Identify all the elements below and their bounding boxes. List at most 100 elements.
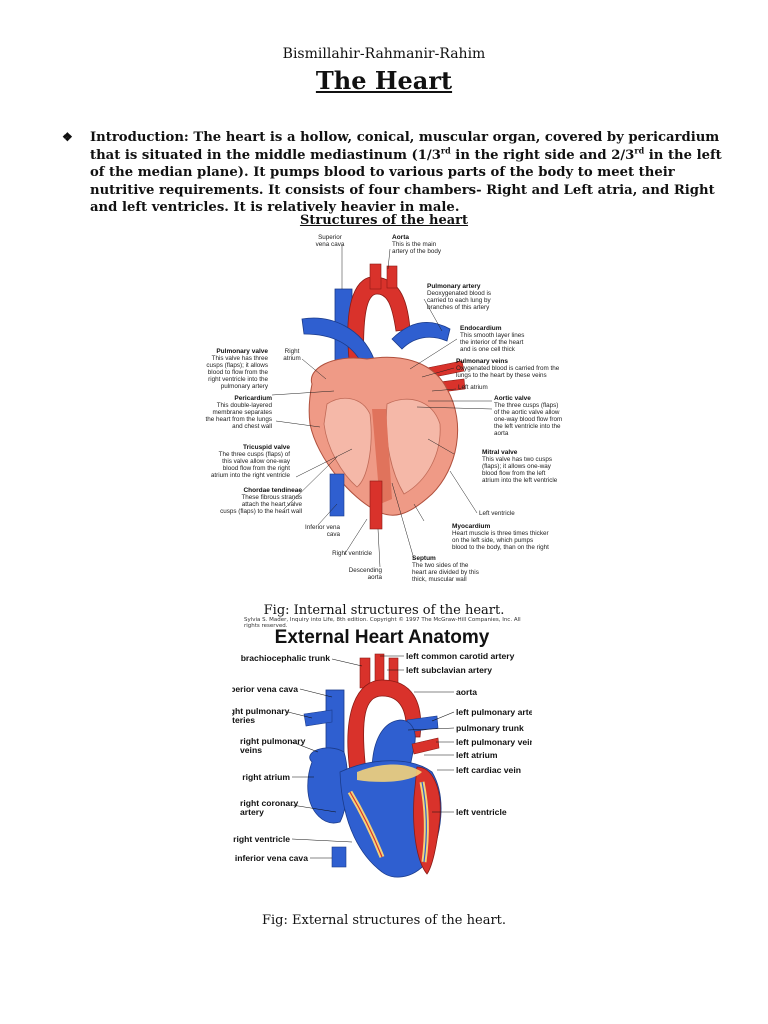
int-label-mv-desc-3: blood flow from the left [482, 470, 546, 477]
ext-label-right-pulm-veins-2: veins [240, 745, 262, 755]
intro-sup-2: rd [634, 145, 645, 156]
int-label-svc-2: vena cava [316, 241, 345, 248]
diamond-bullet-icon: ❖ [62, 130, 73, 144]
page-title-text: The Heart [315, 66, 453, 95]
ext-label-left-pulm-veins: left pulmonary veins [456, 737, 532, 747]
ext-label-aorta: aorta [456, 687, 477, 697]
int-label-chordae-desc-1: These fibrous strands [241, 494, 302, 501]
int-label-mv-desc-4: atrium into the left ventricle [482, 477, 558, 484]
ext-label-right-pulm-veins-1: right pulmonary [240, 736, 306, 746]
int-label-pulm-valve-title: Pulmonary valve [216, 348, 268, 355]
int-label-aorta-desc-1: This is the main [392, 241, 437, 248]
intro-text-b: in the right side and 2/3 [450, 147, 635, 163]
int-label-pa-desc-3: branches of this artery [427, 304, 490, 311]
int-label-myo-desc-1: Heart muscle is three times thicker [452, 530, 549, 537]
int-label-av-desc-3: one-way blood flow from [494, 416, 562, 423]
external-heart-title: External Heart Anatomy [275, 627, 490, 648]
int-label-pv-desc-1: Oxygenated blood is carried from the [456, 365, 560, 372]
int-label-desc-aorta-1: Descending [349, 567, 383, 574]
int-label-mv-title: Mitral valve [482, 449, 518, 456]
leader-lines [271, 245, 493, 568]
ext-label-left-pulm-arteries: left pulmonary arteries [456, 707, 532, 717]
int-label-left-atrium: Left atrium [458, 384, 488, 391]
int-label-pv-desc-2: lungs to the heart by these veins [456, 372, 547, 379]
int-label-mv-desc-2: (flaps); it allows one-way [482, 463, 552, 470]
int-label-av-title: Aortic valve [494, 395, 531, 402]
int-label-myo-title: Myocardium [452, 523, 491, 530]
int-label-endo-desc-1: This smooth layer lines [460, 332, 524, 339]
int-label-right-atrium-2: atrium [283, 355, 301, 362]
int-label-tricuspid-desc-4: atrium into the right ventricle [211, 472, 291, 479]
int-label-desc-aorta-2: aorta [368, 574, 383, 581]
int-label-chordae-title: Chordae tendineae [243, 487, 302, 494]
ext-label-pulmonary-trunk: pulmonary trunk [456, 723, 524, 733]
int-label-pericardium-desc-4: and chest wall [232, 423, 272, 430]
int-label-pulm-valve-desc-3: blood to flow from the [208, 369, 269, 376]
intro-sup-1: rd [440, 145, 451, 156]
int-label-ivc-2: cava [327, 531, 341, 538]
int-label-pulm-valve-desc-4: right ventricle into the [208, 376, 268, 383]
int-label-right-ventricle: Right ventricle [332, 550, 372, 557]
intro-text-a: The heart is a hollow, conical, muscular… [90, 130, 720, 163]
int-label-pericardium-desc-1: This double-layered [217, 402, 273, 409]
ext-label-right-pulm-arteries-1: right pulmonary [232, 706, 290, 716]
ext-label-right-coronary-2: artery [240, 807, 264, 817]
ext-label-right-pulm-arteries-2: arteries [232, 715, 255, 725]
int-label-septum-title: Septum [412, 555, 436, 562]
ext-label-right-ventricle: right ventricle [233, 834, 290, 844]
int-label-left-ventricle: Left ventricle [479, 510, 515, 517]
ext-label-left-cardiac-vein: left cardiac vein [456, 765, 521, 775]
intro-text-c: in the left of the median plane). It pum… [90, 147, 722, 216]
ext-label-right-coronary-1: right coronary [240, 798, 298, 808]
external-heart-diagram: External Heart Anatomy [232, 627, 532, 878]
ext-label-right-atrium: right atrium [242, 772, 290, 782]
int-label-septum-desc-1: The two sides of the [412, 562, 469, 569]
int-label-pulm-valve-desc-2: cusps (flaps); it allows [206, 362, 268, 369]
int-label-chordae-desc-3: cusps (flaps) to the heart wall [220, 508, 302, 515]
internal-heart-illustration [301, 263, 466, 530]
intro-lead: Introduction: [90, 130, 189, 145]
int-label-septum-desc-2: heart are divided by this [412, 569, 479, 576]
int-label-av-desc-1: The three cusps (flaps) [494, 402, 558, 409]
int-label-pulm-valve-desc-5: pulmonary artery [221, 383, 269, 390]
ext-label-left-atrium: left atrium [456, 750, 498, 760]
int-label-endo-desc-2: the interior of the heart [460, 339, 524, 346]
ext-label-left-subclavian: left subclavian artery [406, 665, 492, 675]
int-label-endo-desc-3: and is one cell thick [460, 346, 516, 353]
copyright-line: Sylvia S. Mader, Inquiry into Life, 8th … [244, 617, 521, 629]
svg-text:right pulmonaryarteries: right pulmonaryarteries [232, 706, 290, 725]
int-label-pv-title: Pulmonary veins [456, 358, 508, 365]
int-label-pa-title: Pulmonary artery [427, 283, 481, 290]
int-label-av-desc-2: of the aortic valve allow [494, 409, 560, 416]
int-label-pa-desc-1: Deoxygenated blood is [427, 290, 491, 297]
int-label-ivc-1: Inferior vena [305, 524, 340, 531]
int-label-myo-desc-3: blood to the body, than on the right [452, 544, 549, 551]
external-leader-lines [287, 655, 455, 859]
external-figure-caption: Fig: External structures of the heart. [261, 913, 507, 928]
int-label-myo-desc-2: on the left side, which pumps [452, 537, 533, 544]
ext-label-ivc: inferior vena cava [235, 853, 308, 863]
int-label-endo-title: Endocardium [460, 325, 502, 332]
int-label-pericardium-desc-2: membrane separates [212, 409, 272, 416]
int-label-pa-desc-2: carried to each lung by [427, 297, 492, 304]
structures-heading-text: Structures of the heart [299, 213, 469, 228]
int-label-tricuspid-title: Tricuspid valve [243, 444, 290, 451]
int-label-aorta-title: Aorta [392, 234, 409, 241]
